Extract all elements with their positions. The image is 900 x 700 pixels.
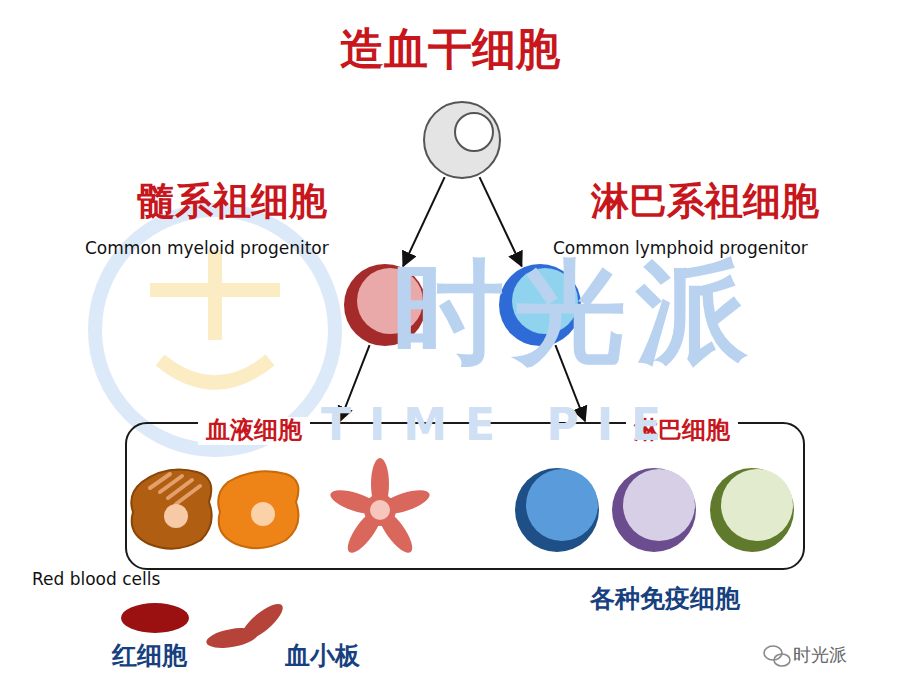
cell-label: 血小板 xyxy=(285,642,360,671)
cell-circle xyxy=(422,100,502,180)
cell-heading: 髓系祖细胞 xyxy=(137,180,327,224)
cell-label: 红细胞 xyxy=(112,642,187,671)
group-label: 血液细胞 xyxy=(198,417,310,445)
logo-text: 时光派 xyxy=(793,645,847,666)
cell-heading: 淋巴系祖细胞 xyxy=(591,180,819,224)
cell-label: Red blood cells xyxy=(32,570,160,590)
stem-cell: 造血干细胞 xyxy=(422,100,502,180)
cell-title: 造血干细胞 xyxy=(340,24,560,75)
english-name: Common myeloid progenitor xyxy=(85,239,329,259)
watermark: 时光派 xyxy=(392,248,758,377)
watermark: TIME PIE xyxy=(321,400,679,451)
cell-label: 各种免疫细胞 xyxy=(590,585,740,614)
